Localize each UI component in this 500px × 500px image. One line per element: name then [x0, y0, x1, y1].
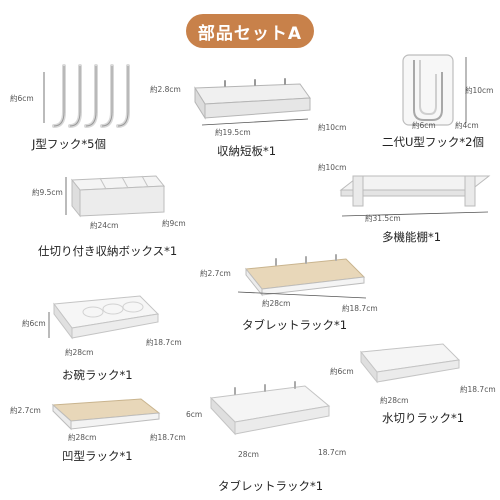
divided-box-illustration — [70, 175, 166, 218]
storage-board-dim-height: 約2.8cm — [150, 85, 181, 94]
storage-board-dim-depth: 約10cm — [318, 123, 347, 132]
multi-shelf-label: 多機能棚*1 — [382, 230, 442, 244]
bowl-rack-dim-height: 約6cm — [22, 319, 46, 328]
divided-box-dim-width: 約24cm — [90, 221, 119, 230]
drain-rack-dim-height: 約6cm — [330, 367, 354, 376]
drain-rack-dim-depth: 約18.7cm — [460, 385, 496, 394]
drain-rack-illustration — [360, 343, 461, 384]
j-hook-dim-height: 約6cm — [10, 94, 34, 103]
tablet-rack-wood-dim-height: 約2.7cm — [200, 269, 231, 278]
u-hook-label: 二代U型フック*2個 — [382, 135, 484, 149]
tablet-rack-wood-dim-depth: 約18.7cm — [342, 304, 378, 313]
tablet-rack-clear-illustration — [209, 381, 331, 436]
concave-rack-illustration — [51, 398, 161, 431]
divided-box-dim-depth: 約9cm — [162, 219, 186, 228]
multi-shelf-dim-width: 約31.5cm — [365, 214, 401, 223]
multi-shelf-illustration — [339, 175, 491, 207]
drain-rack-dim-width: 約28cm — [380, 396, 409, 405]
bowl-rack-illustration — [53, 295, 160, 340]
concave-rack-dim-height: 約2.7cm — [10, 406, 41, 415]
concave-rack-dim-depth: 約18.7cm — [150, 433, 186, 442]
divided-box-label: 仕切り付き収納ボックス*1 — [38, 244, 178, 258]
storage-board-dimension-line — [201, 118, 309, 126]
tablet-rack-wood-label: タブレットラック*1 — [242, 318, 348, 332]
bowl-rack-dim-depth: 約18.7cm — [146, 338, 182, 347]
j-hook-label: J型フック*5個 — [32, 137, 106, 151]
tablet-rack-wood-illustration — [245, 254, 366, 297]
multi-shelf-dim-height: 約10cm — [318, 163, 347, 172]
storage-board-dim-width: 約19.5cm — [215, 128, 251, 137]
tablet-rack-clear-label: タブレットラック*1 — [218, 479, 324, 493]
bowl-rack-label: お碗ラック*1 — [62, 368, 133, 382]
tablet-rack-wood-dim-width: 約28cm — [262, 299, 291, 308]
u-hook-dim-depth: 約4cm — [455, 121, 479, 130]
tablet-rack-clear-dim-height: 6cm — [186, 410, 203, 419]
bowl-rack-dimension-line — [48, 312, 50, 338]
multi-shelf-dimension-line — [341, 211, 489, 217]
concave-rack-label: 凹型ラック*1 — [62, 449, 133, 463]
drain-rack-label: 水切りラック*1 — [382, 411, 465, 425]
u-hook-dim-height: 約10cm — [465, 86, 494, 95]
tablet-rack-wood-dimension-line — [237, 291, 367, 299]
j-hook-dimension-line — [43, 72, 45, 123]
tablet-rack-clear-dim-depth: 18.7cm — [318, 448, 347, 457]
u-hook-dim-width: 約6cm — [412, 121, 436, 130]
tablet-rack-clear-dim-width: 28cm — [238, 450, 259, 459]
bowl-rack-dim-width: 約28cm — [65, 348, 94, 357]
storage-board-label: 収納短板*1 — [217, 144, 277, 158]
divided-box-dimension-line — [65, 177, 67, 215]
storage-board-illustration — [194, 78, 311, 120]
j-hook-illustration — [52, 64, 130, 128]
u-hook-dimension-line — [465, 57, 467, 123]
divided-box-dim-height: 約9.5cm — [32, 188, 63, 197]
u-hook-illustration — [402, 54, 454, 126]
concave-rack-dim-width: 約28cm — [68, 433, 97, 442]
section-title: 部品セットA — [186, 14, 314, 48]
